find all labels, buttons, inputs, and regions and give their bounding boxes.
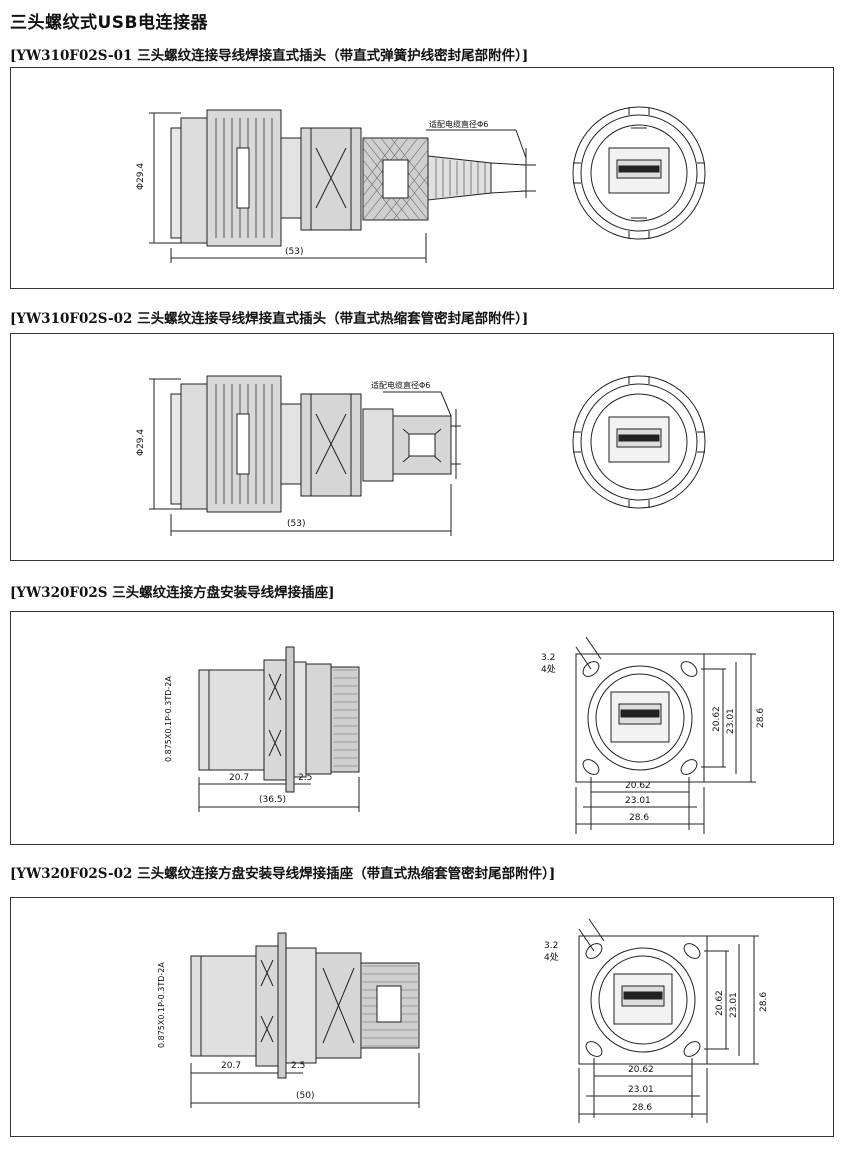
plug-spring-drawing: Φ29.4 (53) 适配电缆直径Φ6 xyxy=(136,106,706,263)
section-4-title: [YW320F02S-02 三头螺纹连接方盘安装导线焊接插座（带直式热缩套管密封… xyxy=(10,866,556,882)
plug-heatshrink-drawing: Φ29.4 (53) 适配电缆直径Φ6 xyxy=(136,375,706,536)
s4-inner-b-v: 23.01 xyxy=(729,992,739,1018)
s1-length-label: (53) xyxy=(285,247,303,257)
s4-flange-pos: 20.7 xyxy=(221,1061,241,1071)
s4-thread-label: 0.875X0.1P-0.3TD-2A xyxy=(157,962,166,1048)
s3-inner-b-v: 23.01 xyxy=(726,708,736,734)
section-1-panel: Φ29.4 (53) 适配电缆直径Φ6 xyxy=(10,67,834,289)
s4-hole-dia: 3.2 xyxy=(544,941,558,951)
s4-inner-a-v: 20.62 xyxy=(715,990,725,1016)
section-1-title: [YW310F02S-01 三头螺纹连接导线焊接直式插头（带直式弹簧护线密封尾部… xyxy=(10,48,529,64)
s2-diameter-label: Φ29.4 xyxy=(136,429,146,456)
section-3-title: [YW320F02S 三头螺纹连接方盘安装导线焊接插座] xyxy=(10,585,335,601)
s2-length-label: (53) xyxy=(287,519,305,529)
s3-outer-v: 28.6 xyxy=(756,708,766,728)
s3-inner-a-h: 20.62 xyxy=(625,781,651,791)
s3-flange-pos: 20.7 xyxy=(229,773,249,783)
s4-outer-v: 28.6 xyxy=(759,992,769,1012)
receptacle-heatshrink-drawing: 0.875X0.1P-0.3TD-2A 20.7 2.5 (50) 3.2 4处… xyxy=(157,918,769,1123)
s3-length: (36.5) xyxy=(259,795,286,805)
s3-flange-thk: 2.5 xyxy=(298,773,312,783)
s4-flange-thk: 2.5 xyxy=(291,1061,305,1071)
page-title: 三头螺纹式USB电连接器 xyxy=(10,13,209,33)
receptacle-drawing: 0.875X0.1P-0.3TD-2A 20.7 2.5 (36.5) 3.2 … xyxy=(164,636,766,834)
s4-inner-a-h: 20.62 xyxy=(628,1065,654,1075)
s3-inner-a-v: 20.62 xyxy=(712,706,722,732)
s4-inner-b-h: 23.01 xyxy=(628,1085,654,1095)
s1-diameter-label: Φ29.4 xyxy=(136,163,146,190)
section-2-panel: Φ29.4 (53) 适配电缆直径Φ6 xyxy=(10,333,834,561)
s2-cable-note: 适配电缆直径Φ6 xyxy=(371,380,430,390)
section-4-panel: 0.875X0.1P-0.3TD-2A 20.7 2.5 (50) 3.2 4处… xyxy=(10,897,834,1137)
s3-hole-dia: 3.2 xyxy=(541,653,555,663)
s4-hole-count: 4处 xyxy=(544,951,559,963)
s3-thread-label: 0.875X0.1P-0.3TD-2A xyxy=(164,676,173,762)
section-3-panel: 0.875X0.1P-0.3TD-2A 20.7 2.5 (36.5) 3.2 … xyxy=(10,611,834,845)
s3-inner-b-h: 23.01 xyxy=(625,796,651,806)
s3-hole-count: 4处 xyxy=(541,663,556,675)
s3-outer-h: 28.6 xyxy=(629,813,649,823)
s4-outer-h: 28.6 xyxy=(632,1103,652,1113)
s4-length: (50) xyxy=(296,1091,314,1101)
section-2-title: [YW310F02S-02 三头螺纹连接导线焊接直式插头（带直式热缩套管密封尾部… xyxy=(10,311,529,327)
s1-cable-note: 适配电缆直径Φ6 xyxy=(429,119,488,129)
